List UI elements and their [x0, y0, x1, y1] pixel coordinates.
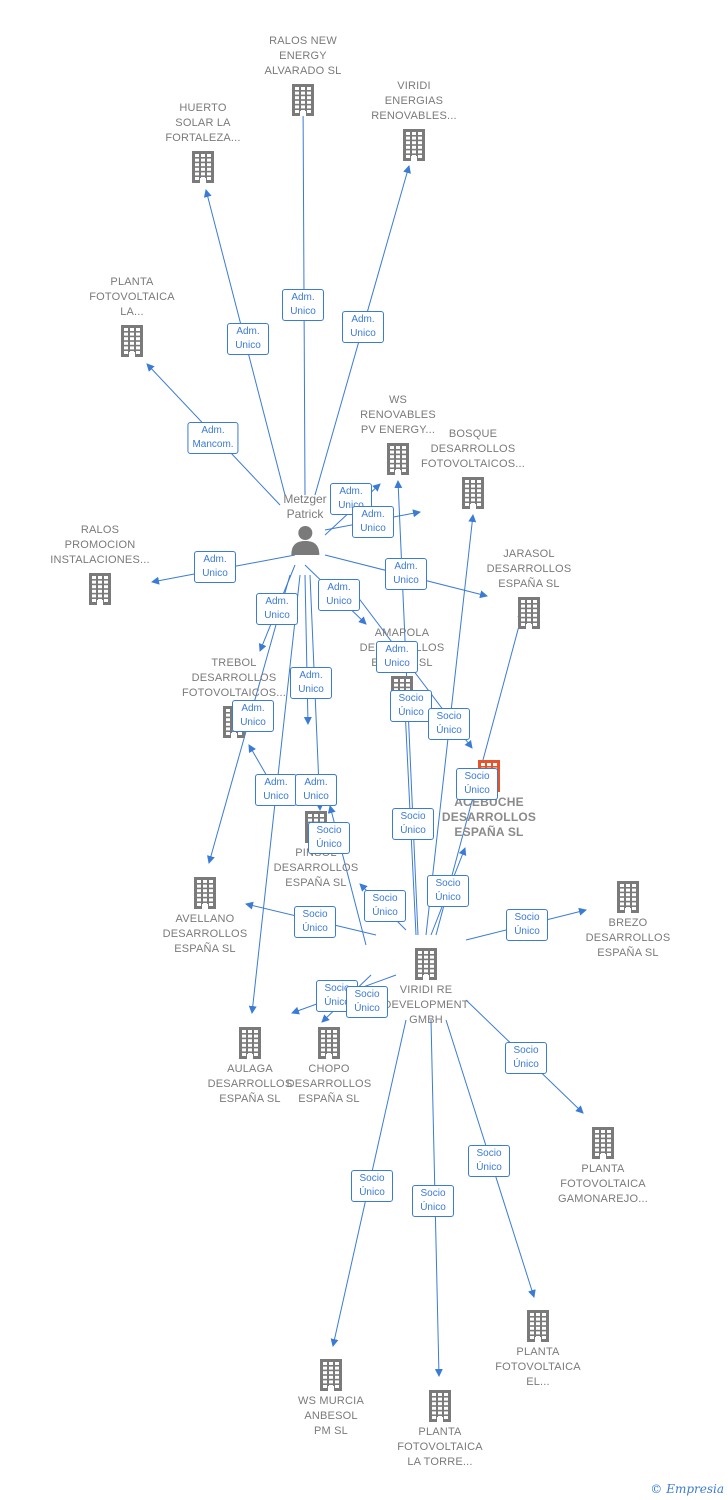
building-icon — [518, 597, 540, 629]
company-node-planta-la[interactable]: PLANTA FOTOVOLTAICA LA... — [62, 275, 202, 360]
company-node-planta-gamonarejo[interactable]: PLANTA FOTOVOLTAICA GAMONAREJO... — [533, 1122, 673, 1207]
building-icon — [387, 443, 409, 475]
relation-label-adm-unico[interactable]: Adm. Unico — [376, 641, 418, 673]
relation-label-adm-unico[interactable]: Adm. Unico — [282, 289, 324, 321]
relation-label-socio-unico[interactable]: Socio Único — [506, 909, 548, 941]
company-node-bosque[interactable]: BOSQUE DESARROLLOS FOTOVOLTAICOS... — [403, 427, 543, 512]
company-name: BREZO DESARROLLOS ESPAÑA SL — [585, 917, 671, 959]
company-node-ws-renovables[interactable]: WS RENOVABLES PV ENERGY... — [328, 393, 468, 478]
relation-label-adm-unico[interactable]: Adm. Unico — [385, 558, 427, 590]
building-icon — [292, 84, 314, 116]
relation-label-adm-unico[interactable]: Adm. Unico — [227, 323, 269, 355]
relation-label-adm-unico[interactable]: Adm. Unico — [295, 774, 337, 806]
relation-label-socio-unico[interactable]: Socio Único — [468, 1145, 510, 1177]
building-icon — [239, 1027, 261, 1059]
relation-label-adm-unico[interactable]: Adm. Unico — [290, 667, 332, 699]
company-name: AVELLANO DESARROLLOS ESPAÑA SL — [162, 913, 248, 955]
building-icon — [320, 1359, 342, 1391]
relation-edge — [303, 574, 312, 725]
company-name: RALOS NEW ENERGY ALVARADO SL — [264, 35, 342, 77]
relation-label-adm-unico[interactable]: Adm. Unico — [255, 774, 297, 806]
relation-label-socio-unico[interactable]: Socio Único — [346, 986, 388, 1018]
company-name: TREBOL DESARROLLOS FOTOVOLTAICOS... — [181, 657, 287, 699]
relation-label-socio-unico[interactable]: Socio Único — [390, 690, 432, 722]
person-name: Metzger Patrick — [283, 492, 327, 521]
company-node-brezo[interactable]: BREZO DESARROLLOS ESPAÑA SL — [558, 876, 698, 961]
relation-label-adm-unico[interactable]: Adm. Unico — [352, 506, 394, 538]
company-name: RALOS PROMOCION INSTALACIONES... — [50, 524, 150, 566]
relation-label-socio-unico[interactable]: Socio Único — [294, 906, 336, 938]
relation-label-socio-unico[interactable]: Socio Único — [428, 708, 470, 740]
building-icon — [89, 573, 111, 605]
company-node-ws-murcia[interactable]: WS MURCIA ANBESOL PM SL — [261, 1354, 401, 1439]
company-name: PLANTA FOTOVOLTAICA LA TORRE... — [397, 1426, 483, 1468]
relation-label-adm-unico[interactable]: Adm. Unico — [256, 593, 298, 625]
relation-label-adm-unico[interactable]: Adm. Unico — [232, 700, 274, 732]
company-name: VIRIDI RE DEVELOPMENT GMBH — [383, 984, 469, 1026]
company-name: CHOPO DESARROLLOS ESPAÑA SL — [286, 1063, 372, 1105]
relation-label-socio-unico[interactable]: Socio Único — [412, 1185, 454, 1217]
building-icon — [192, 151, 214, 183]
company-name: ACEBUCHE DESARROLLOS ESPAÑA SL — [441, 795, 537, 839]
company-node-ralos-promocion[interactable]: RALOS PROMOCION INSTALACIONES... — [30, 523, 170, 608]
relation-label-adm-unico[interactable]: Adm. Unico — [318, 579, 360, 611]
building-icon — [318, 1027, 340, 1059]
relation-label-adm-mancom[interactable]: Adm. Mancom. — [187, 422, 239, 454]
person-node-metzger-patrick[interactable]: Metzger Patrick — [283, 492, 327, 556]
company-node-planta-el[interactable]: PLANTA FOTOVOLTAICA EL... — [468, 1305, 608, 1390]
company-node-viridi-re[interactable]: VIRIDI RE DEVELOPMENT GMBH — [356, 943, 496, 1028]
building-icon — [617, 881, 639, 913]
relation-label-adm-unico[interactable]: Adm. Unico — [342, 311, 384, 343]
company-name: BOSQUE DESARROLLOS FOTOVOLTAICOS... — [420, 428, 526, 470]
company-node-avellano[interactable]: AVELLANO DESARROLLOS ESPAÑA SL — [135, 872, 275, 957]
footer-brand: ©Empresia — [650, 1482, 724, 1496]
relation-label-socio-unico[interactable]: Socio Único — [505, 1042, 547, 1074]
relation-label-adm-unico[interactable]: Adm. Unico — [194, 551, 236, 583]
company-node-ralos-new[interactable]: RALOS NEW ENERGY ALVARADO SL — [233, 34, 373, 119]
company-name: WS RENOVABLES PV ENERGY... — [360, 394, 436, 436]
company-node-huerto[interactable]: HUERTO SOLAR LA FORTALEZA... — [133, 101, 273, 186]
building-icon — [429, 1390, 451, 1422]
relation-label-socio-unico[interactable]: Socio Único — [351, 1170, 393, 1202]
relation-label-socio-unico[interactable]: Socio Único — [392, 808, 434, 840]
company-name: PLANTA FOTOVOLTAICA GAMONAREJO... — [558, 1163, 648, 1205]
relation-label-socio-unico[interactable]: Socio Único — [364, 890, 406, 922]
copyright-symbol: © — [650, 1482, 663, 1496]
building-icon — [403, 129, 425, 161]
company-name: VIRIDI ENERGIAS RENOVABLES... — [371, 80, 457, 122]
person-icon — [290, 526, 319, 555]
company-node-planta-torre[interactable]: PLANTA FOTOVOLTAICA LA TORRE... — [370, 1385, 510, 1470]
brand-name: Empresia — [666, 1482, 724, 1496]
company-node-viridi-energias[interactable]: VIRIDI ENERGIAS RENOVABLES... — [344, 79, 484, 164]
company-name: PLANTA FOTOVOLTAICA LA... — [89, 276, 175, 318]
building-icon — [527, 1310, 549, 1342]
company-node-jarasol[interactable]: JARASOL DESARROLLOS ESPAÑA SL — [459, 547, 599, 632]
relation-label-socio-unico[interactable]: Socio Único — [456, 768, 498, 800]
company-name: HUERTO SOLAR LA FORTALEZA... — [165, 102, 241, 144]
company-name: JARASOL DESARROLLOS ESPAÑA SL — [486, 548, 572, 590]
relation-label-socio-unico[interactable]: Socio Único — [427, 875, 469, 907]
building-icon — [462, 477, 484, 509]
building-icon — [415, 948, 437, 980]
building-icon — [592, 1127, 614, 1159]
building-icon — [194, 877, 216, 909]
company-name: AULAGA DESARROLLOS ESPAÑA SL — [207, 1063, 293, 1105]
building-icon — [121, 325, 143, 357]
company-name: WS MURCIA ANBESOL PM SL — [298, 1395, 364, 1437]
relation-label-socio-unico[interactable]: Socio Único — [308, 822, 350, 854]
company-node-chopo[interactable]: CHOPO DESARROLLOS ESPAÑA SL — [259, 1022, 399, 1107]
company-name: PLANTA FOTOVOLTAICA EL... — [495, 1346, 581, 1388]
company-node-aulaga[interactable]: AULAGA DESARROLLOS ESPAÑA SL — [180, 1022, 320, 1107]
